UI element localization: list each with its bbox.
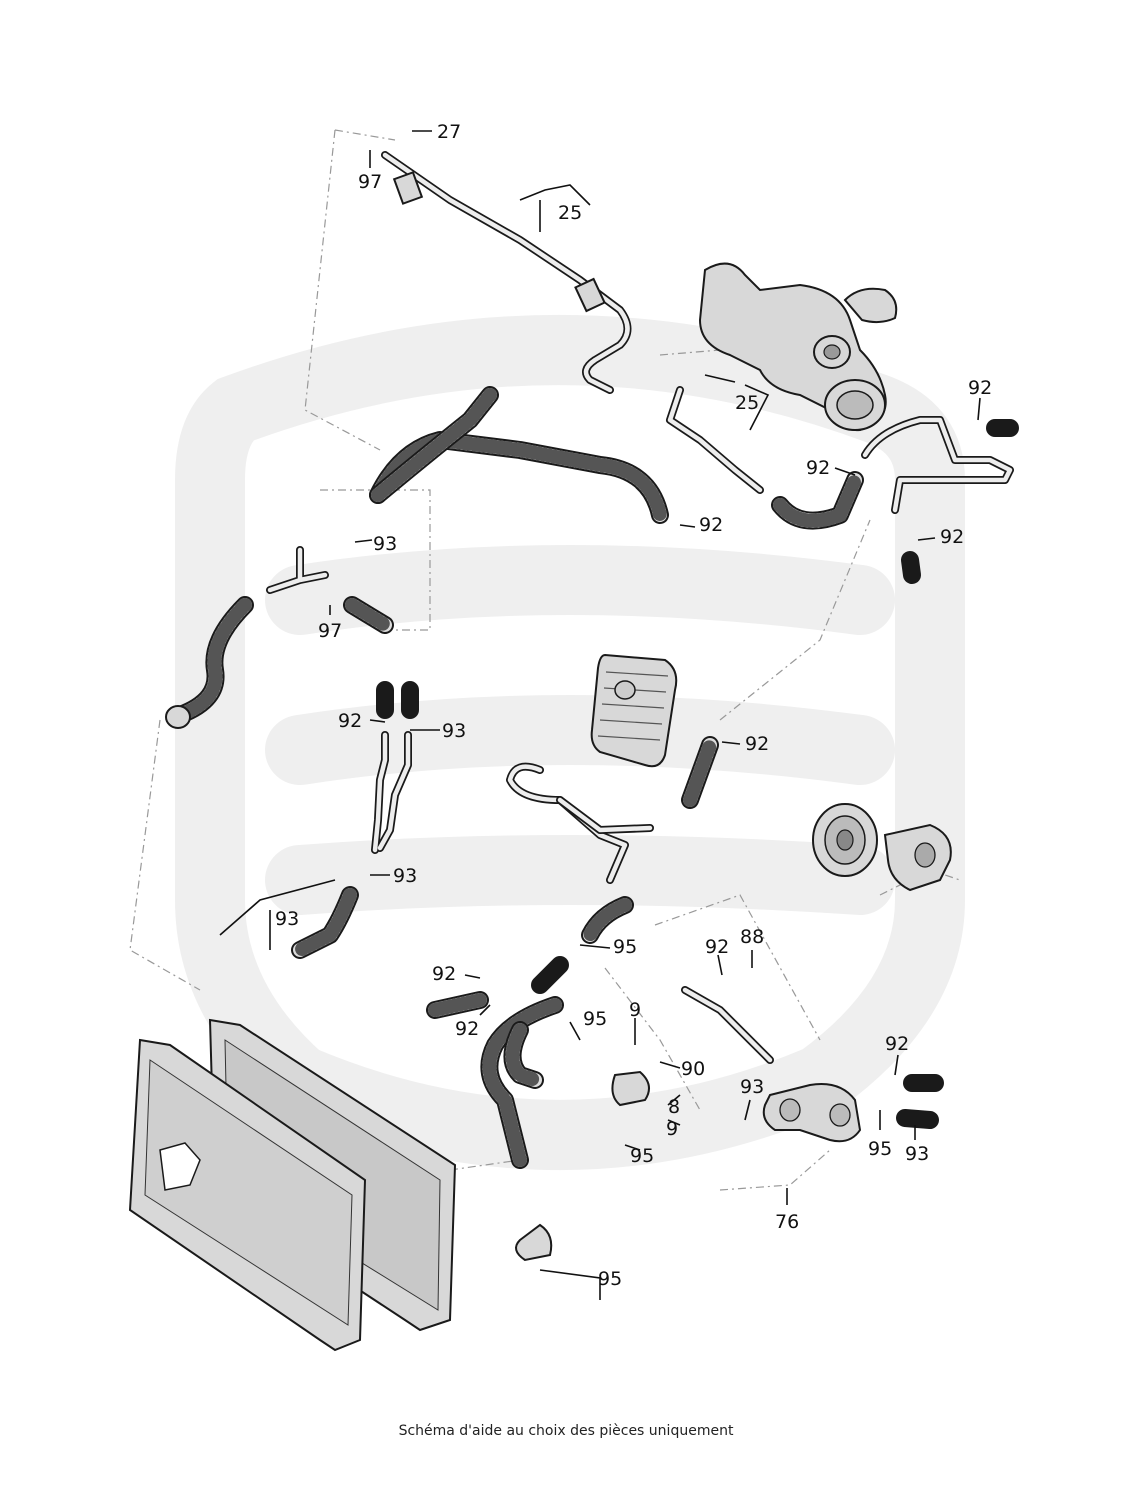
coolant-flange [515, 1070, 650, 1262]
callout-label: 93 [442, 720, 466, 742]
callout-label: 95 [630, 1145, 654, 1167]
callout-label: 93 [905, 1143, 929, 1165]
lower-hoses [426, 896, 634, 1169]
heater-pipes [291, 681, 419, 959]
callout-label: 25 [735, 392, 759, 414]
callout-labels: 27 97 25 25 92 92 92 92 93 97 92 93 92 9… [275, 121, 992, 1290]
diagram-caption: Schéma d'aide au choix des pièces unique… [398, 1423, 734, 1439]
callout-label: 97 [358, 171, 382, 193]
callout-label: 92 [940, 526, 964, 548]
callout-label: 92 [806, 457, 830, 479]
callout-label: 90 [681, 1058, 705, 1080]
callout-label: 27 [437, 121, 461, 143]
callout-label: 95 [583, 1008, 607, 1030]
callout-label: 8 [668, 1096, 680, 1118]
callout-leaders [219, 130, 981, 1300]
callout-label: 92 [699, 514, 723, 536]
callout-label: 93 [393, 865, 417, 887]
callout-label: 92 [455, 1018, 479, 1040]
thermostat-housing [681, 986, 944, 1143]
callout-label: 9 [666, 1118, 678, 1140]
callout-label: 93 [275, 908, 299, 930]
water-pump [883, 823, 952, 892]
callout-label: 92 [745, 733, 769, 755]
turbocharger [698, 262, 898, 432]
callout-label: 92 [705, 936, 729, 958]
t-connector [266, 546, 394, 634]
oil-cooler-pipes [506, 736, 719, 884]
callout-label: 95 [598, 1268, 622, 1290]
callout-label: 95 [868, 1138, 892, 1160]
callout-label: 76 [775, 1211, 799, 1233]
radiator-front [128, 1038, 367, 1352]
callout-label: 92 [885, 1033, 909, 1055]
callout-label: 97 [318, 620, 342, 642]
turbo-pipes [666, 386, 1019, 584]
callout-label: 93 [373, 533, 397, 555]
coolant-pipe-top [381, 151, 632, 394]
water-pump-pulley [812, 803, 878, 877]
callout-label: 9 [629, 999, 641, 1021]
callout-label: 95 [613, 936, 637, 958]
callout-label: 88 [740, 926, 764, 948]
coolant-hose-left [165, 596, 254, 729]
callout-label: 25 [558, 202, 582, 224]
oil-cooler [590, 653, 678, 768]
callout-label: 92 [968, 377, 992, 399]
callout-label: 92 [338, 710, 362, 732]
callout-label: 92 [432, 963, 456, 985]
callout-label: 93 [740, 1076, 764, 1098]
coolant-hose-upper [369, 386, 669, 524]
